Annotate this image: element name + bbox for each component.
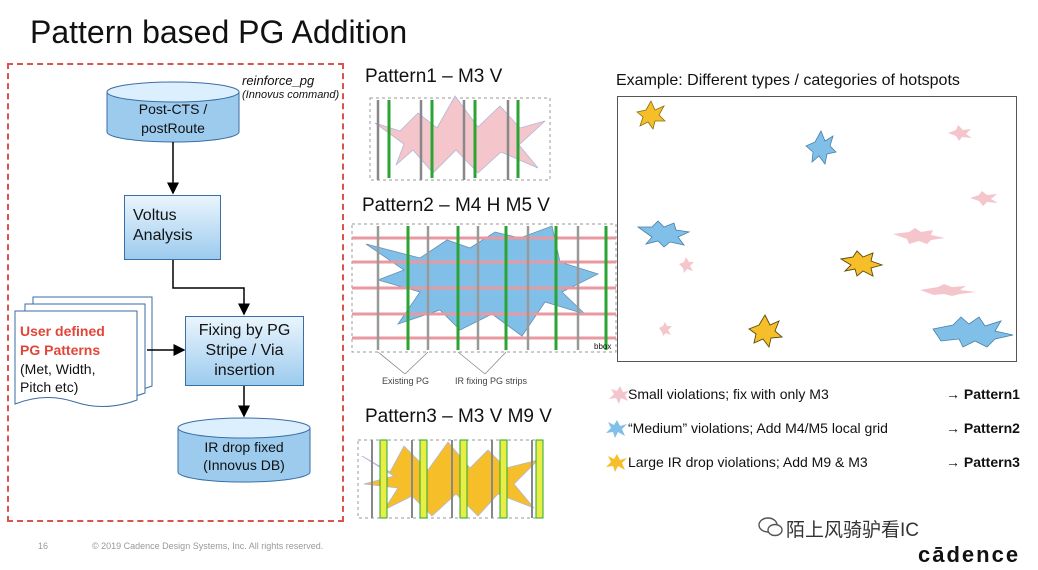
hotspot-blue-1 <box>805 130 837 165</box>
example-title: Example: Different types / categories of… <box>616 72 960 89</box>
legend-item-small: Small violations; fix with only M3 <box>628 386 829 402</box>
legend-target-1: → Pattern1 <box>946 386 1020 402</box>
hotspot-pink-4 <box>679 257 694 273</box>
legend-swatches <box>606 386 629 472</box>
legend-swatch-blue <box>606 420 627 438</box>
pattern2-title: Pattern2 – M4 H M5 V <box>362 195 550 216</box>
hotspot-pink-2 <box>970 191 998 206</box>
pattern2-figure <box>351 223 617 375</box>
user-patterns-line2: PG Patterns <box>20 342 101 358</box>
pattern3-title: Pattern3 – M3 V M9 V <box>365 406 552 427</box>
hotspot-blue-2 <box>636 220 691 248</box>
hotspot-orange-3 <box>748 314 784 349</box>
voltus-line1: Voltus <box>133 207 177 224</box>
hotspot-pink-6 <box>659 322 672 336</box>
fixing-line2: Stripe / Via <box>205 342 284 359</box>
hotspot-map-frame <box>617 96 1017 362</box>
slide-title: Pattern based PG Addition <box>30 14 408 50</box>
hotspot-blue-3 <box>932 316 1014 348</box>
arrow-icon: → <box>946 454 960 470</box>
legend-item-medium: “Medium” violations; Add M4/M5 local gri… <box>628 420 888 436</box>
end-db-line2: (Innovus DB) <box>203 457 285 473</box>
legend-target-2: → Pattern2 <box>946 420 1020 436</box>
user-patterns-line1: User defined <box>20 323 105 339</box>
existing-pg-label: Existing PG <box>382 376 430 386</box>
legend-target-3: → Pattern3 <box>946 454 1020 470</box>
hotspot-orange-2 <box>839 250 884 277</box>
legend-item-large: Large IR drop violations; Add M9 & M3 <box>628 454 868 470</box>
legend-target-2-label: Pattern2 <box>963 420 1020 436</box>
user-patterns-sub1: (Met, Width, <box>20 361 96 377</box>
hotspot-pink-1 <box>948 125 972 141</box>
user-patterns-sub2: Pitch etc) <box>20 379 79 395</box>
voltus-analysis-box: Voltus Analysis <box>124 195 221 260</box>
fixing-box: Fixing by PG Stripe / Via insertion <box>185 316 304 386</box>
command-note: (Innovus command) <box>242 89 340 101</box>
user-patterns-sub: (Met, Width, Pitch etc) <box>20 360 95 396</box>
legend-swatch-pink <box>609 386 629 404</box>
hotspot-orange-1 <box>636 100 666 130</box>
user-patterns-title: User defined PG Patterns <box>20 322 105 360</box>
legend-target-3-label: Pattern3 <box>963 454 1020 470</box>
fixing-line3: insertion <box>214 362 275 379</box>
end-db-cylinder <box>177 417 311 483</box>
end-db-line1: IR drop fixed <box>204 439 284 455</box>
pattern3-figure <box>357 439 544 519</box>
start-db-line1: Post-CTS / <box>138 101 208 117</box>
flow-frame <box>7 63 344 522</box>
start-db-line2: postRoute <box>141 120 205 136</box>
ir-fixing-strips-label: IR fixing PG strips <box>455 376 528 386</box>
command-label: reinforce_pg <box>242 73 315 88</box>
fixing-line1: Fixing by PG <box>198 322 291 339</box>
copyright-text: © 2019 Cadence Design Systems, Inc. All … <box>92 541 324 551</box>
patterns-document-stack <box>14 296 153 408</box>
wechat-icon <box>758 517 783 537</box>
arrow-icon: → <box>946 386 960 402</box>
arrow-icon: → <box>946 420 960 436</box>
page-number: 16 <box>38 541 49 551</box>
start-db-cylinder <box>106 81 240 143</box>
cadence-logo: cādence <box>918 542 1021 567</box>
pattern1-title: Pattern1 – M3 V <box>365 66 503 87</box>
bbox-label: bbox <box>594 342 612 351</box>
hotspot-pink-5 <box>920 284 976 296</box>
hotspot-pink-3 <box>893 228 945 244</box>
watermark-text: 陌上风骑驴看IC <box>786 520 920 541</box>
voltus-line2: Analysis <box>133 227 193 244</box>
start-db-label: Post-CTS / postRoute <box>107 100 239 138</box>
legend-target-1-label: Pattern1 <box>963 386 1020 402</box>
arrow-voltus-to-fixing <box>172 260 250 316</box>
pattern1-figure <box>369 95 551 181</box>
end-db-label: IR drop fixed (Innovus DB) <box>178 438 310 474</box>
legend-swatch-orange <box>606 454 627 472</box>
